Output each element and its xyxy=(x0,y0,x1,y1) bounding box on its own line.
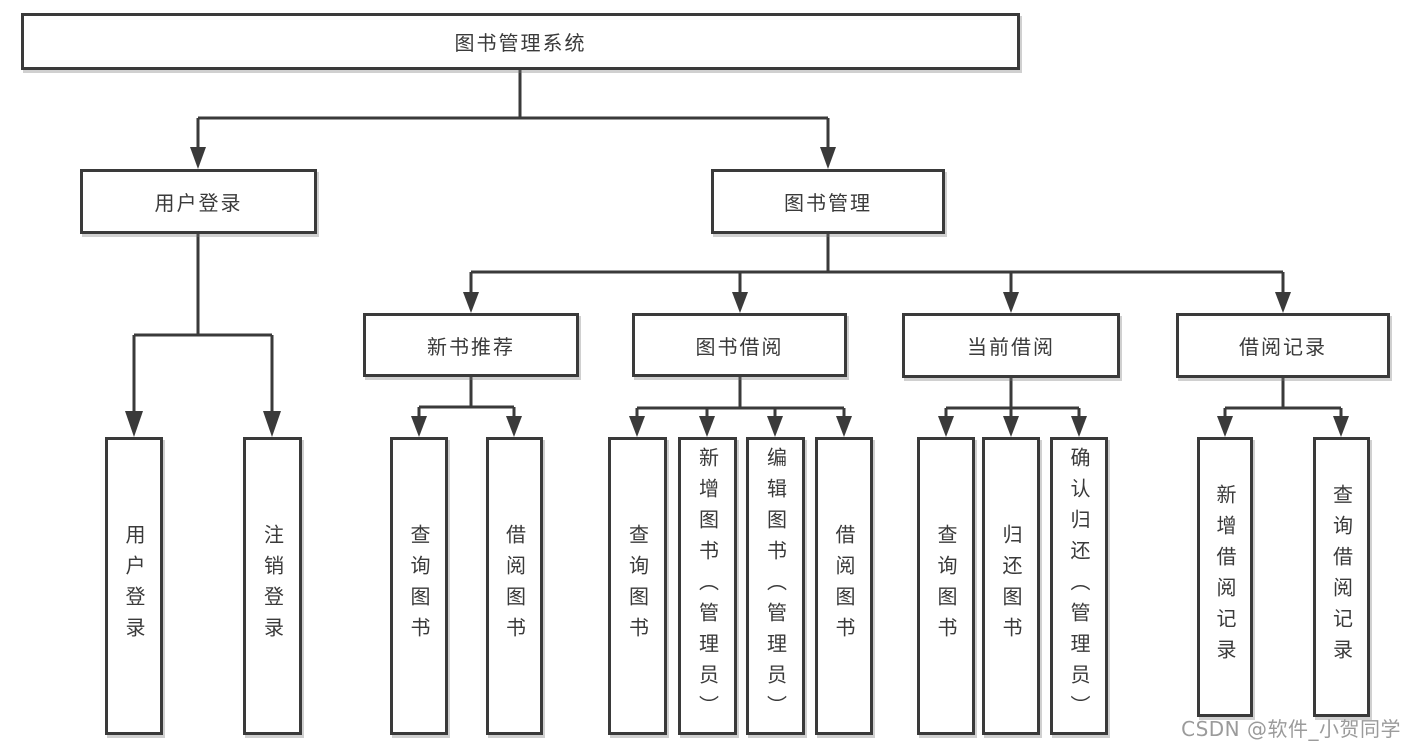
connector-user-login-children xyxy=(132,234,274,414)
arrow-down-icon xyxy=(1003,292,1019,313)
arrow-down-icon xyxy=(820,147,836,169)
connector-root-to-level2 xyxy=(196,69,830,150)
node-label: 用户登录 xyxy=(154,191,243,215)
leaf-borrow-books-recommend: 借阅图书 xyxy=(486,437,543,735)
node-label: 图书借阅 xyxy=(695,334,784,359)
connector-book-management-children xyxy=(469,233,1285,296)
arrow-down-icon xyxy=(1217,416,1233,437)
node-book-borrow: 图书借阅 xyxy=(632,313,847,377)
connector-current-borrow-children xyxy=(944,378,1081,420)
node-label: 当前借阅 xyxy=(967,335,1055,359)
leaf-logout: 注销登录 xyxy=(243,437,302,735)
node-new-book-recommend: 新书推荐 xyxy=(363,313,579,377)
arrow-down-icon xyxy=(732,292,748,313)
leaf-return-books: 归还图书 xyxy=(982,437,1040,735)
node-label: 编辑图书（管理员） xyxy=(763,446,788,726)
leaf-add-book-admin: 新增图书（管理员） xyxy=(678,437,737,735)
arrow-down-icon xyxy=(1071,416,1087,437)
node-label: 用户登录 xyxy=(122,524,146,648)
node-borrow-records: 借阅记录 xyxy=(1176,313,1390,378)
node-label: 借阅记录 xyxy=(1239,335,1327,359)
leaf-query-books-current: 查询图书 xyxy=(917,437,975,735)
arrow-down-icon xyxy=(767,416,783,437)
node-current-borrow: 当前借阅 xyxy=(902,313,1120,378)
leaf-add-borrow-record: 新增借阅记录 xyxy=(1197,437,1253,717)
node-label: 查询图书 xyxy=(625,524,650,648)
node-book-management: 图书管理 xyxy=(711,169,945,234)
node-label: 归还图书 xyxy=(999,524,1023,648)
leaf-query-books-recommend: 查询图书 xyxy=(390,437,448,735)
node-user-login: 用户登录 xyxy=(80,169,317,234)
leaf-borrow-books: 借阅图书 xyxy=(815,437,873,735)
node-label: 确认归还（管理员） xyxy=(1067,446,1091,726)
leaf-edit-book-admin: 编辑图书（管理员） xyxy=(746,437,805,735)
leaf-query-borrow-record: 查询借阅记录 xyxy=(1313,437,1370,717)
connector-new-book-recommend-children xyxy=(417,377,516,420)
arrow-down-icon xyxy=(1333,416,1349,437)
arrow-down-icon xyxy=(938,416,954,437)
connector-book-borrow-children xyxy=(635,377,846,420)
node-label: 注销登录 xyxy=(260,524,285,648)
connector-borrow-records-children xyxy=(1223,378,1343,420)
leaf-confirm-return-admin: 确认归还（管理员） xyxy=(1050,437,1108,735)
csdn-watermark: CSDN @软件_小贺同学 xyxy=(1181,717,1401,741)
arrow-down-icon xyxy=(125,411,143,437)
arrow-down-icon xyxy=(411,416,427,437)
arrow-down-icon xyxy=(699,416,715,437)
node-library-system: 图书管理系统 xyxy=(21,13,1020,70)
node-label: 借阅图书 xyxy=(832,524,856,648)
node-label: 查询图书 xyxy=(407,524,431,648)
leaf-query-books-borrow: 查询图书 xyxy=(608,437,667,735)
arrowheads xyxy=(125,147,1349,437)
node-label: 新增图书（管理员） xyxy=(695,446,720,726)
node-label: 查询图书 xyxy=(934,524,958,648)
arrow-down-icon xyxy=(629,416,645,437)
arrow-down-icon xyxy=(506,416,522,437)
arrow-down-icon xyxy=(1003,416,1019,437)
arrow-down-icon xyxy=(1275,292,1291,313)
node-label: 图书管理 xyxy=(784,191,872,215)
node-label: 新书推荐 xyxy=(427,334,515,359)
arrow-down-icon xyxy=(836,416,852,437)
node-label: 查询借阅记录 xyxy=(1329,484,1354,670)
arrow-down-icon xyxy=(463,292,479,313)
leaf-user-login: 用户登录 xyxy=(105,437,163,735)
arrow-down-icon xyxy=(263,411,281,437)
arrow-down-icon xyxy=(190,147,206,169)
node-label: 新增借阅记录 xyxy=(1213,484,1237,670)
node-label: 借阅图书 xyxy=(502,524,527,648)
node-label: 图书管理系统 xyxy=(454,31,587,55)
